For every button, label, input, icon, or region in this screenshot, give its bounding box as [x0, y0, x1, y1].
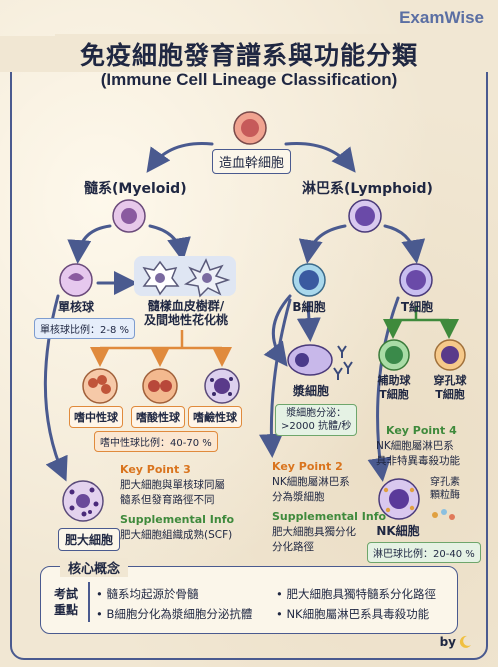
helper-t-cell-icon: [378, 339, 410, 371]
key-point-2-line1: NK細胞屬淋巴系: [272, 476, 350, 488]
page-title: 免疫細胞發育譜系與功能分類: [0, 36, 498, 72]
b-cell-icon: [292, 263, 326, 297]
core-item-3: • B細胞分化為漿細胞分泌抗體: [96, 607, 253, 621]
myeloid-branch-label: 髓系(Myeloid): [84, 181, 187, 197]
basophil-label: 嗜鹼性球: [188, 406, 242, 428]
key-point-3-line2: 髓系但發育路徑不同: [120, 494, 215, 506]
lymphoid-supplemental-line2: 分化路徑: [272, 541, 314, 553]
lymphoid-branch-label: 淋巴系(Lymphoid): [302, 181, 433, 197]
lymphoid-supplemental-line1: 肥大細胞具獨分化: [272, 526, 356, 538]
helper-t-cell-label: 補助球 T細胞: [372, 374, 416, 402]
key-point-3-line1: 肥大細胞與單核球同屬: [120, 479, 225, 491]
myeloid-supplemental-text: 肥大細胞組織成熟(SCF): [120, 529, 233, 541]
b-cell-label: B細胞: [292, 300, 326, 314]
key-point-3-text: 肥大細胞與單核球同屬 髓系但發育路徑不同: [120, 478, 225, 508]
cytotoxic-t-cell-icon: [434, 339, 466, 371]
core-concepts-side-label: 考試 重點: [54, 586, 78, 618]
lymphoid-supplemental-text: 肥大細胞具獨分化 分化路徑: [272, 525, 356, 555]
basophil-icon: [204, 368, 240, 404]
t-cell-label: T細胞: [400, 300, 434, 314]
neutrophil-label: 嗜中性球: [69, 406, 123, 428]
brand-logo: ExamWise: [399, 8, 484, 27]
neutrophil-ratio-tag: 嗜中性球比例：40-70 %: [94, 431, 218, 452]
eosinophil-icon: [142, 368, 178, 404]
mast-cell-label: 肥大細胞: [58, 528, 121, 551]
nk-cell-label: NK細胞: [376, 524, 420, 538]
nk-cell-icon: [378, 478, 420, 520]
dendritic-label-line2: 及間地性花化桃: [143, 313, 228, 327]
dendritic-label: 髓樣血皮樹群/ 及間地性花化桃: [134, 299, 238, 327]
root-label: 造血幹細胞: [212, 149, 292, 174]
core-item-4-text: NK細胞屬淋巴系具毒殺功能: [286, 607, 430, 621]
core-concepts-panel: [40, 566, 458, 634]
core-item-2: • 肥大細胞具獨特髓系分化路徑: [276, 587, 436, 601]
plasma-secretion-line1: 漿細胞分泌：: [286, 408, 347, 419]
eosinophil-label: 嗜酸性球: [131, 406, 185, 428]
granule-dots-icon: [432, 509, 455, 520]
core-item-2-text: 肥大細胞具獨特髓系分化路徑: [286, 587, 436, 601]
core-item-3-text: B細胞分化為漿細胞分泌抗體: [106, 607, 253, 621]
lymphoid-progenitor-icon: [348, 199, 382, 233]
dendritic-cell-icon: [142, 258, 231, 298]
plasma-secretion-tag: 漿細胞分泌： >2000 抗體/秒: [275, 404, 358, 436]
helper-t-line2: T細胞: [379, 388, 409, 401]
monocyte-icon: [59, 263, 93, 297]
plasma-cell-label: 漿細胞: [292, 384, 329, 398]
core-side-line2: 重點: [54, 603, 79, 617]
key-point-4-title: Key Point 4: [386, 424, 457, 437]
key-point-3-title: Key Point 3: [120, 463, 191, 476]
monocyte-label: 單核球: [57, 300, 94, 314]
plasma-secretion-line2: >2000 抗體/秒: [281, 421, 352, 432]
nk-granules-line2: 顆粒酶: [430, 490, 460, 501]
key-point-4-line2: 具非特異毒殺功能: [376, 455, 460, 467]
helper-t-line1: 補助球: [377, 374, 411, 387]
moon-icon: [459, 635, 471, 648]
mast-cell-icon: [62, 480, 104, 522]
nk-granules-line1: 穿孔素: [430, 477, 460, 488]
cytotoxic-t-line1: 穿孔球: [433, 374, 467, 387]
cytotoxic-t-line2: T細胞: [435, 388, 465, 401]
t-cell-icon: [399, 263, 433, 297]
key-point-4-line1: NK細胞屬淋巴系: [376, 440, 454, 452]
myeloid-progenitor-icon: [112, 199, 146, 233]
monocyte-ratio-tag: 單核球比例：2-8 %: [34, 318, 136, 339]
core-item-1: • 髓系均起源於骨髓: [96, 587, 199, 601]
dendritic-label-line1: 髓樣血皮樹群/: [147, 299, 225, 313]
core-concepts-title: 核心概念: [60, 558, 129, 577]
cytotoxic-t-cell-label: 穿孔球 T細胞: [428, 374, 472, 402]
neutrophil-icon: [82, 368, 118, 404]
page-subtitle: (Immune Cell Lineage Classification): [100, 70, 398, 89]
byline: by: [439, 635, 456, 649]
lymphoid-supplemental-title: Supplemental Info: [272, 510, 387, 523]
key-point-2-line2: 分為漿細胞: [272, 491, 325, 503]
stem-cell-icon: [233, 111, 267, 145]
nk-ratio-tag: 淋巴球比例：20-40 %: [367, 542, 481, 563]
core-divider: [88, 582, 90, 622]
core-side-line1: 考試: [54, 587, 79, 601]
key-point-2-text: NK細胞屬淋巴系 分為漿細胞: [272, 475, 350, 505]
myeloid-supplemental-title: Supplemental Info: [120, 513, 235, 526]
nk-granules-label: 穿孔素 顆粒酶: [430, 476, 460, 502]
core-item-4: • NK細胞屬淋巴系具毒殺功能: [276, 607, 430, 621]
key-point-4-text: NK細胞屬淋巴系 具非特異毒殺功能: [376, 439, 460, 469]
key-point-2-title: Key Point 2: [272, 460, 343, 473]
core-item-1-text: 髓系均起源於骨髓: [106, 587, 199, 601]
plasma-cell-icon: [287, 344, 353, 380]
